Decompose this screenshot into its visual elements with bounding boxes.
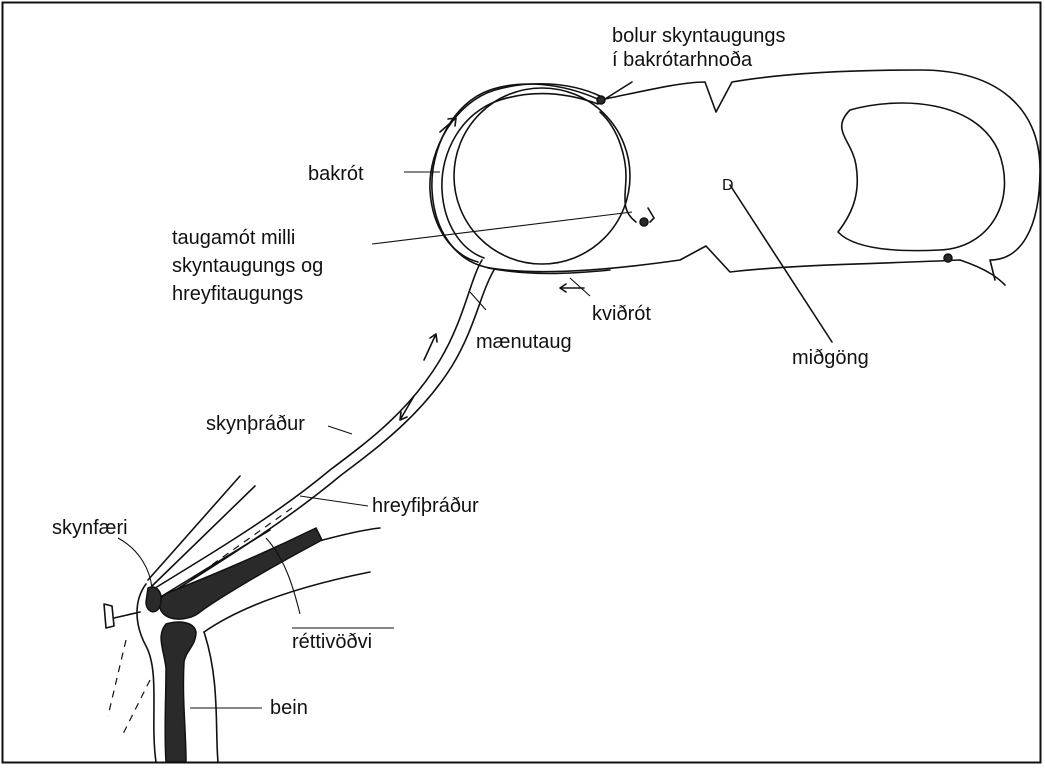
left-horn-notch [600, 112, 636, 222]
motor-neuron-dot [944, 254, 952, 262]
calf-outline [204, 632, 218, 762]
label-receptor: skynfæri [52, 517, 128, 539]
label-spinal-nerve: mænutaug [476, 331, 572, 353]
label-synapse-line2: skyntaugungs og [172, 255, 323, 277]
right-horn-edge [960, 260, 1005, 285]
arrow-dorsal [440, 118, 456, 132]
hammer-swing-1 [108, 640, 126, 716]
label-motor-fiber: hreyfiþráður [372, 495, 479, 517]
label-synapse-line1: taugamót milli [172, 227, 295, 249]
ventral-root [488, 268, 610, 274]
central-canal-mark: D [722, 177, 734, 194]
label-bone: bein [270, 697, 308, 719]
central-canal-pointer [730, 185, 832, 342]
pointer-receptor [118, 538, 152, 588]
reflex-hammer [104, 604, 140, 628]
hammer-swing-2 [122, 680, 150, 736]
label-cell-body-location: í bakrótarhnoða [612, 49, 753, 71]
label-extensor: réttivöðvi [292, 631, 372, 653]
pointer-ventral-root [570, 278, 590, 296]
tibia [161, 622, 196, 762]
synapse-dot [640, 218, 648, 226]
arrow-up-sensory [424, 334, 437, 360]
pointer-sensory-fiber [328, 426, 352, 434]
label-central-canal: miðgöng [792, 347, 869, 369]
dorsal-root-inner [442, 94, 598, 258]
synapse-tick [648, 208, 654, 222]
pointer-motor-fiber [300, 496, 368, 506]
label-synapse-line3: hreyfitaugungs [172, 283, 303, 305]
label-dorsal-root: bakrót [308, 163, 364, 185]
label-sensory-fiber: skynþráður [206, 413, 305, 435]
label-ventral-root: kviðrót [592, 303, 651, 325]
spinal-nerve-lower [160, 270, 494, 600]
pointer-synapse [372, 212, 632, 244]
kneecap [146, 587, 161, 612]
diagram-frame [3, 3, 1041, 763]
label-cell-body: bolur skyntaugungs [612, 25, 785, 47]
right-grey-matter [838, 103, 1005, 251]
sensory-cell-body [597, 96, 605, 104]
